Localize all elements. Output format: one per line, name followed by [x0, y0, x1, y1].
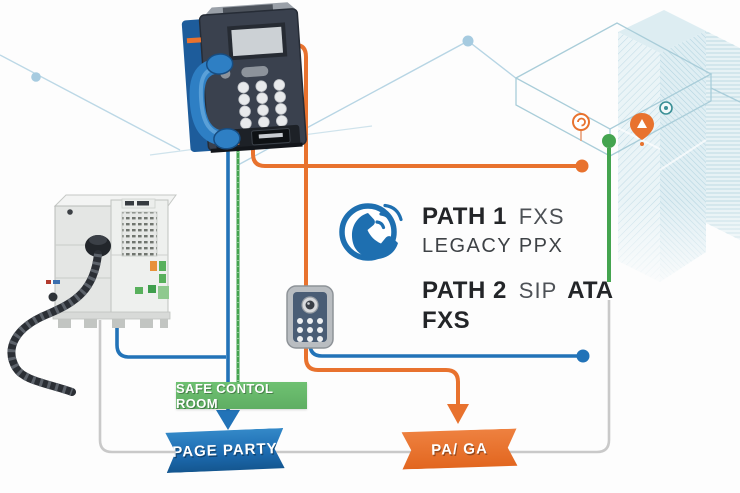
- orange-pa-ga-cable: [288, 43, 469, 424]
- industrial-telephone-device: [181, 2, 307, 153]
- page-party-node: PAGE PARTY: [165, 428, 284, 473]
- target-icon: [659, 101, 673, 115]
- blue-page-party-cable: [115, 122, 240, 430]
- spiral-marker-icon: [572, 113, 590, 141]
- pa-ga-node: PA/ GA: [402, 429, 518, 470]
- node-dot-icon: [31, 72, 41, 82]
- handset-coiled-cord: [7, 235, 111, 396]
- telephone-handset: [189, 53, 241, 150]
- blue-ata-cable: [308, 335, 590, 363]
- page-party-label: PAGE PARTY: [172, 440, 278, 461]
- path2-tech2: ATA: [567, 277, 614, 304]
- safe-control-room-label: SAFE CONTOL ROOM: [176, 380, 274, 411]
- path2-label: PATH 2 SIP ATA FXS: [422, 277, 613, 334]
- pa-amplifier-device: [7, 194, 177, 396]
- sip-ata-keypad-device: [286, 285, 334, 349]
- node-dot-icon: [462, 35, 474, 47]
- isometric-building: [514, 10, 740, 295]
- path1-title-line: PATH 1 FXS: [422, 203, 565, 233]
- arrow-down-icon: [447, 404, 469, 424]
- location-pin-icon: [630, 113, 654, 146]
- gray-loop-cable: [98, 300, 611, 454]
- path1-title: PATH 1: [422, 203, 507, 230]
- path2-subtitle: FXS: [422, 307, 471, 334]
- pa-ga-label: PA/ GA: [431, 439, 488, 459]
- arrow-down-icon: [216, 410, 240, 430]
- background-network-lines: [0, 35, 518, 166]
- path2-title-line: PATH 2 SIP ATA: [422, 277, 613, 307]
- path1-tech: FXS: [518, 204, 565, 229]
- safe-control-room-node: SAFE CONTOL ROOM: [176, 380, 307, 411]
- phone-call-icon: [339, 203, 403, 261]
- path2-tech: SIP: [518, 278, 558, 303]
- green-building-cable: [602, 134, 616, 282]
- orange-fxs-cable: [251, 120, 589, 173]
- path1-label: PATH 1 FXS LEGACY PPX: [422, 203, 565, 260]
- path2-title: PATH 2: [422, 277, 507, 304]
- path1-subtitle: LEGACY PPX: [422, 235, 564, 257]
